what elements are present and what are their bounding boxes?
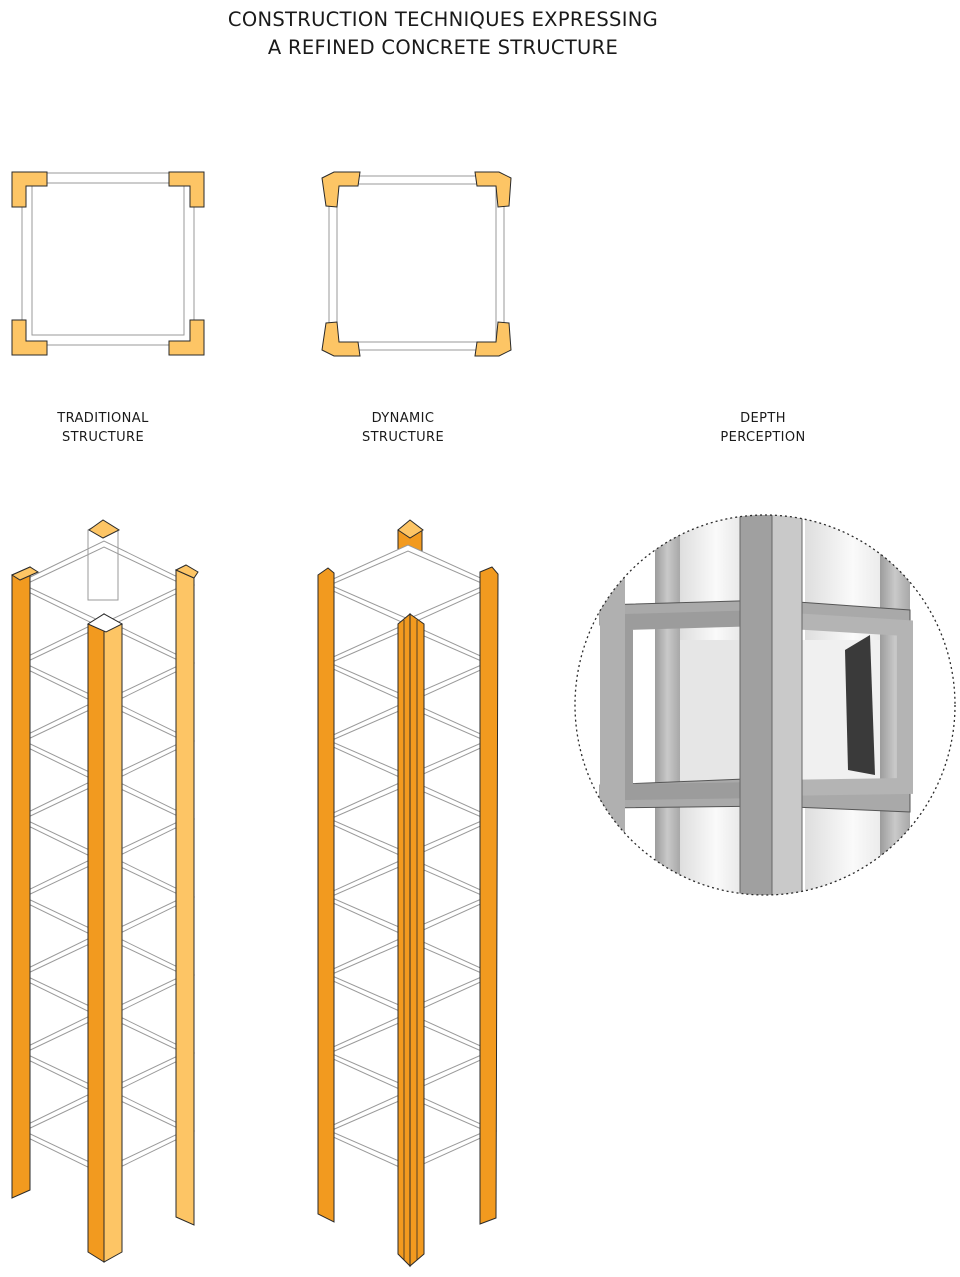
title-line-1: CONSTRUCTION TECHNIQUES EXPRESSING xyxy=(227,8,659,31)
label-dynamic-structure: DYNAMIC STRUCTURE xyxy=(303,409,503,447)
title-line-2: A REFINED CONCRETE STRUCTURE xyxy=(267,36,619,59)
dynamic-column-icon xyxy=(317,519,499,1268)
label-depth-line-2: PERCEPTION xyxy=(720,430,806,445)
traditional-column-icon xyxy=(10,519,199,1263)
traditional-plan-icon xyxy=(11,171,205,356)
label-traditional-structure: TRADITIONAL STRUCTURE xyxy=(3,409,203,447)
label-traditional-line-2: STRUCTURE xyxy=(61,430,145,445)
dynamic-plan-icon xyxy=(321,171,512,357)
depth-perception-lens-icon xyxy=(574,514,956,896)
dynamic-ring-frame xyxy=(318,544,498,626)
label-dynamic-line-2: STRUCTURE xyxy=(361,430,445,445)
page-title: CONSTRUCTION TECHNIQUES EXPRESSING A REF… xyxy=(0,6,886,62)
label-depth-perception: DEPTH PERCEPTION xyxy=(663,409,863,447)
label-traditional-line-1: TRADITIONAL xyxy=(57,411,149,426)
label-dynamic-line-1: DYNAMIC xyxy=(371,411,435,426)
label-depth-line-1: DEPTH xyxy=(740,411,786,426)
